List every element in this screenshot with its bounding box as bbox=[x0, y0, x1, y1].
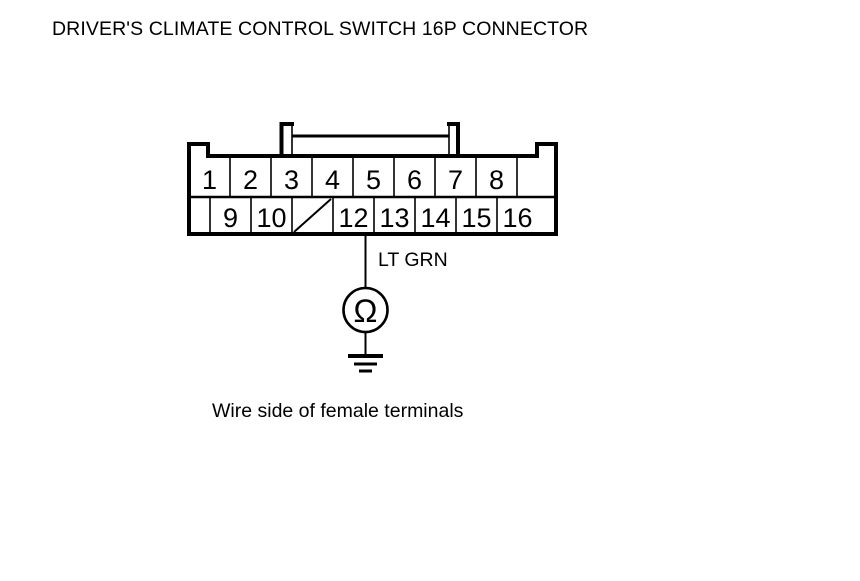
pin-label-7: 7 bbox=[448, 165, 463, 195]
pin-label-2: 2 bbox=[243, 165, 258, 195]
pin-label-12: 12 bbox=[338, 203, 368, 233]
pin-label-13: 13 bbox=[379, 203, 409, 233]
diagram-caption: Wire side of female terminals bbox=[212, 400, 464, 422]
pin-label-5: 5 bbox=[366, 165, 381, 195]
connector-latch bbox=[279, 122, 460, 158]
pin-label-6: 6 bbox=[407, 165, 422, 195]
pin-label-14: 14 bbox=[420, 203, 450, 233]
pin-label-1: 1 bbox=[202, 165, 217, 195]
top-row-dividers bbox=[229, 157, 518, 197]
connector-outline bbox=[187, 142, 558, 236]
pin-grid bbox=[189, 157, 556, 234]
connector-shell bbox=[187, 142, 558, 236]
unused-pin-slash-icon bbox=[293, 198, 332, 233]
wire-from-pin-12: LT GRN bbox=[364, 234, 448, 288]
pin-label-8: 8 bbox=[489, 165, 504, 195]
top-row-pin-labels: 1 2 3 4 5 6 7 8 bbox=[202, 165, 504, 195]
ohm-symbol-icon: Ω bbox=[354, 293, 378, 329]
bottom-row-dividers bbox=[209, 197, 498, 234]
wire-label-lt-grn: LT GRN bbox=[378, 249, 448, 271]
pin-label-3: 3 bbox=[284, 165, 299, 195]
pin-label-9: 9 bbox=[223, 203, 238, 233]
bottom-row-pin-labels: 9 10 12 13 14 15 16 bbox=[223, 203, 533, 233]
pin-label-16: 16 bbox=[502, 203, 532, 233]
page-title: DRIVER'S CLIMATE CONTROL SWITCH 16P CONN… bbox=[52, 18, 589, 40]
ground-symbol-icon bbox=[348, 354, 383, 373]
pin-label-15: 15 bbox=[461, 203, 491, 233]
ohmmeter-symbol: Ω bbox=[342, 286, 389, 334]
pin-label-4: 4 bbox=[325, 165, 340, 195]
pin-label-10: 10 bbox=[256, 203, 286, 233]
